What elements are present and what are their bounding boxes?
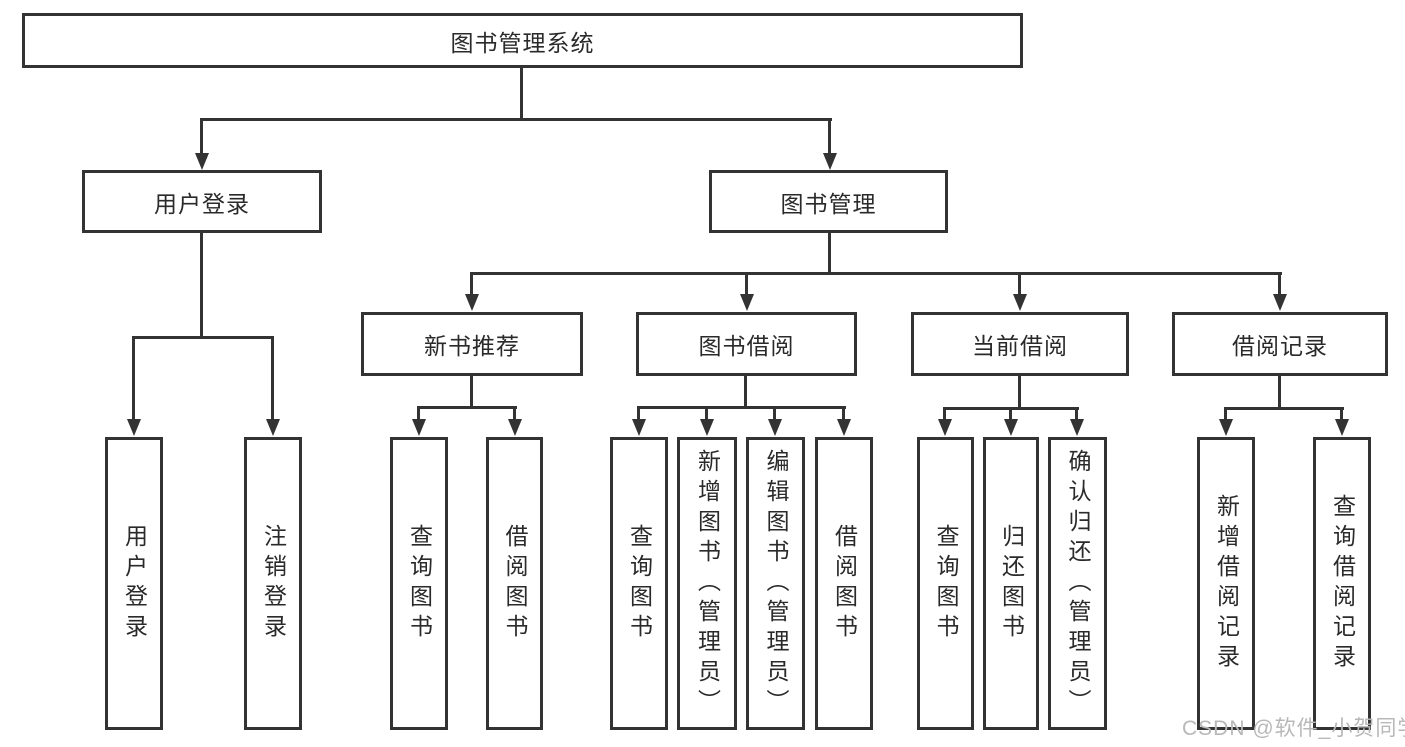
connector-line [200, 118, 203, 156]
arrow-down-icon [195, 153, 209, 170]
connector-line [513, 406, 516, 422]
connector-line [271, 336, 274, 422]
connector-line [417, 406, 420, 422]
arrow-down-icon [508, 419, 522, 436]
leaf-query-book: 查询图书 [610, 437, 668, 730]
connector-line [132, 336, 274, 339]
connector-line [1278, 272, 1281, 297]
connector-line [1075, 407, 1078, 422]
node-root-library-system: 图书管理系统 [22, 13, 1023, 68]
arrow-down-icon [1273, 294, 1287, 311]
arrow-down-icon [1070, 419, 1084, 436]
arrow-down-icon [700, 419, 714, 436]
arrow-down-icon [412, 419, 426, 436]
connector-line [1009, 407, 1012, 422]
arrow-down-icon [823, 153, 837, 170]
leaf-query-book: 查询图书 [390, 437, 448, 730]
arrow-down-icon [938, 419, 952, 436]
arrow-down-icon [465, 294, 479, 311]
arrow-down-icon [740, 294, 754, 311]
leaf-confirm-return-admin: 确认归还（管理员） [1048, 437, 1107, 730]
connector-line [705, 406, 708, 422]
connector-line [637, 406, 640, 422]
arrow-down-icon [632, 419, 646, 436]
node-borrow-records: 借阅记录 [1172, 312, 1388, 376]
connector-line [828, 118, 831, 156]
connector-line [637, 406, 846, 409]
connector-line [200, 118, 832, 121]
arrow-down-icon [127, 419, 141, 436]
node-book-management: 图书管理 [709, 170, 948, 233]
connector-line [470, 376, 473, 408]
leaf-logout: 注销登录 [244, 437, 302, 730]
leaf-add-borrow-record: 新增借阅记录 [1197, 437, 1255, 730]
connector-line [773, 406, 776, 422]
leaf-borrow-book: 借阅图书 [815, 437, 873, 730]
connector-line [828, 233, 831, 274]
arrow-down-icon [1013, 294, 1027, 311]
leaf-add-book-admin: 新增图书（管理员） [677, 437, 737, 730]
connector-line [132, 336, 135, 422]
connector-line [1018, 376, 1021, 409]
connector-line [1340, 407, 1343, 422]
leaf-return-book: 归还图书 [983, 437, 1039, 730]
node-book-borrow: 图书借阅 [636, 312, 857, 376]
leaf-query-borrow-record: 查询借阅记录 [1313, 437, 1371, 730]
csdn-watermark: CSDN @软件_小贺同学 [1182, 717, 1405, 740]
leaf-query-book: 查询图书 [917, 437, 974, 730]
node-new-book-recommend: 新书推荐 [361, 312, 583, 376]
arrow-down-icon [768, 419, 782, 436]
node-current-borrow: 当前借阅 [911, 312, 1129, 376]
connector-line [1224, 407, 1227, 422]
connector-line [745, 272, 748, 297]
connector-line [842, 406, 845, 422]
arrow-down-icon [1335, 419, 1349, 436]
connector-line [470, 272, 473, 297]
node-user-login: 用户登录 [82, 170, 322, 233]
arrow-down-icon [1219, 419, 1233, 436]
connector-line [520, 68, 523, 118]
arrow-down-icon [266, 419, 280, 436]
arrow-down-icon [837, 419, 851, 436]
leaf-user-login: 用户登录 [105, 437, 163, 730]
connector-line [1278, 376, 1281, 409]
connector-line [200, 233, 203, 336]
leaf-borrow-book: 借阅图书 [486, 437, 543, 730]
connector-line [417, 406, 517, 409]
connector-line [744, 376, 747, 408]
leaf-edit-book-admin: 编辑图书（管理员） [746, 437, 805, 730]
arrow-down-icon [1004, 419, 1018, 436]
connector-line [1018, 272, 1021, 297]
connector-line [1224, 407, 1344, 410]
connector-line [470, 272, 1282, 275]
connector-line [943, 407, 946, 422]
